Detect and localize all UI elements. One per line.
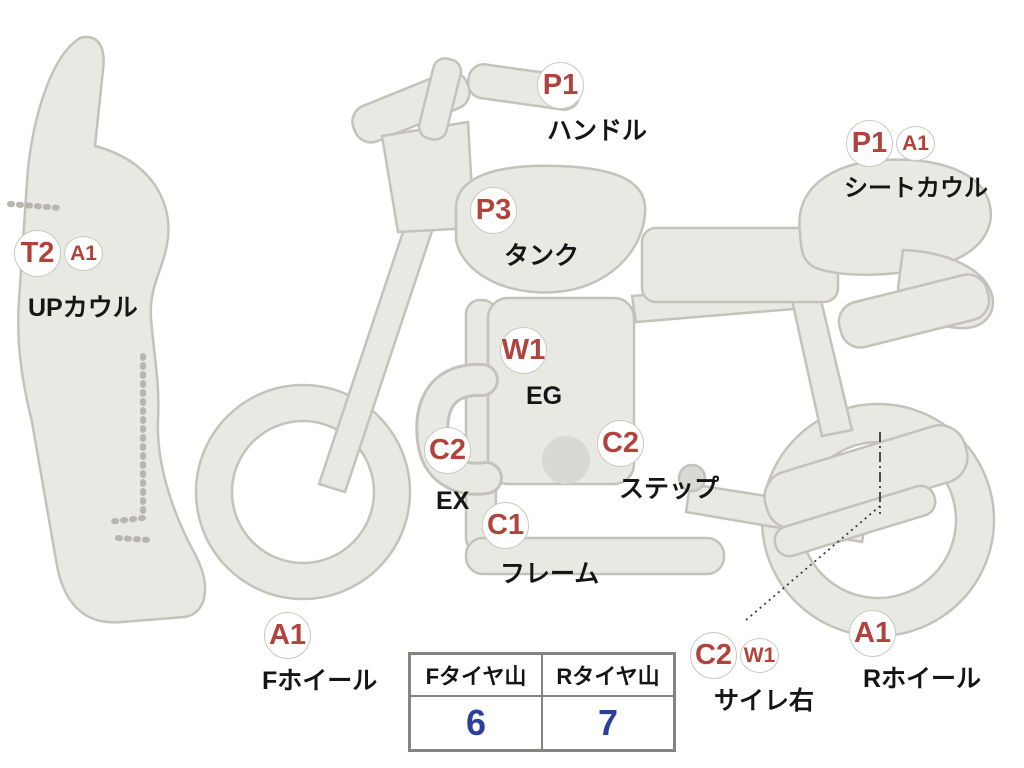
part-label-frame: C1 フレーム <box>482 502 599 589</box>
secondary-condition-badge: W1 <box>740 638 779 673</box>
part-label-engine: W1 EG <box>500 327 562 411</box>
part-label-tank: P3 タンク <box>470 187 579 271</box>
tire-table-header-front: Fタイヤ山 <box>410 654 542 696</box>
part-name: タンク <box>504 242 580 270</box>
part-label-handle: P1 ハンドル <box>537 62 647 146</box>
cowl-seam-low <box>115 535 153 543</box>
part-name: UPカウル <box>28 294 138 322</box>
condition-badge: A1 <box>849 610 896 657</box>
part-label-seat-cowl: P1 A1 シートカウル <box>844 120 988 202</box>
step-peg <box>677 463 707 493</box>
condition-badge: P1 <box>846 120 893 167</box>
handle-stem <box>417 57 463 141</box>
condition-badge: C2 <box>424 427 471 474</box>
part-name: EX <box>436 487 470 515</box>
tire-table-value-front: 6 <box>410 696 542 750</box>
part-label-step: C2 ステップ <box>597 420 719 504</box>
cowl-seam-mid <box>105 353 146 525</box>
part-name: EG <box>526 382 563 410</box>
secondary-condition-badge: A1 <box>896 126 935 161</box>
upper-cowl-shape <box>16 35 207 624</box>
condition-badge: C1 <box>482 502 529 549</box>
condition-badge: A1 <box>264 612 311 659</box>
condition-badge: C2 <box>690 632 737 679</box>
part-name: フレーム <box>500 560 600 588</box>
part-label-exhaust: C2 EX <box>424 427 471 516</box>
engine-cover <box>542 436 590 484</box>
condition-badge: T2 <box>14 230 61 277</box>
frame-bottom-rail <box>464 536 726 576</box>
part-name: ハンドル <box>547 117 648 145</box>
tire-table-header-rear: Rタイヤ山 <box>542 654 674 696</box>
part-label-front-wheel: A1 Fホイール <box>262 612 378 696</box>
tire-tread-table: Fタイヤ山 Rタイヤ山 6 7 <box>408 652 676 752</box>
cowl-seam-top <box>7 201 63 211</box>
condition-badge: P3 <box>470 187 517 234</box>
tire-table-value-rear: 7 <box>542 696 674 750</box>
seat-cowl-shape <box>798 158 993 276</box>
part-name: Fホイール <box>262 667 378 695</box>
part-name: サイレ右 <box>714 687 815 715</box>
part-label-up-cowl: T2 A1 UPカウル <box>14 230 138 323</box>
condition-badge: W1 <box>500 327 547 374</box>
secondary-condition-badge: A1 <box>64 236 103 271</box>
part-label-rear-wheel: A1 Rホイール <box>849 610 981 694</box>
part-label-silencer-right: C2 W1 サイレ右 <box>690 632 814 716</box>
part-name: シートカウル <box>844 175 988 202</box>
condition-badge: C2 <box>597 420 644 467</box>
part-name: Rホイール <box>863 665 982 693</box>
part-name: ステップ <box>619 475 720 503</box>
silencer-lower <box>773 484 937 558</box>
condition-badge: P1 <box>537 62 584 109</box>
tail-under-cowl <box>837 273 991 349</box>
